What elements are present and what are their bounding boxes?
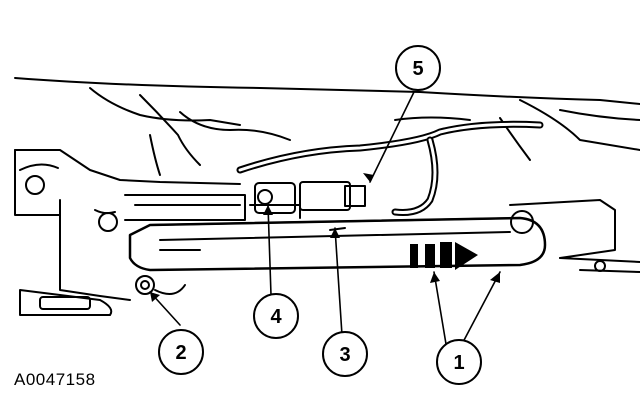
callout-3: 3: [322, 331, 368, 377]
callout-2: 2: [158, 329, 204, 375]
callout-1: 1: [436, 339, 482, 385]
seat-track-rail: [128, 199, 616, 272]
callout-3-label: 3: [339, 344, 350, 366]
leader-lines: [149, 91, 501, 345]
callout-1-label: 1: [453, 352, 464, 374]
left-bracket: [14, 149, 246, 316]
wiring-harness: [236, 120, 544, 216]
floor-panel: [14, 77, 640, 176]
figure-id: A0047158: [14, 370, 96, 389]
callout-5-label: 5: [412, 58, 423, 80]
right-lower-bracket: [559, 257, 640, 273]
bolt-2: [135, 275, 186, 295]
callout-4: 4: [253, 293, 299, 339]
callout-2-label: 2: [175, 342, 186, 364]
callout-4-label: 4: [270, 306, 282, 328]
callout-5: 5: [395, 45, 441, 91]
bolt-4: [254, 182, 296, 214]
leader-arrowheads: [150, 173, 500, 302]
forward-arrow-mark: [410, 242, 478, 270]
